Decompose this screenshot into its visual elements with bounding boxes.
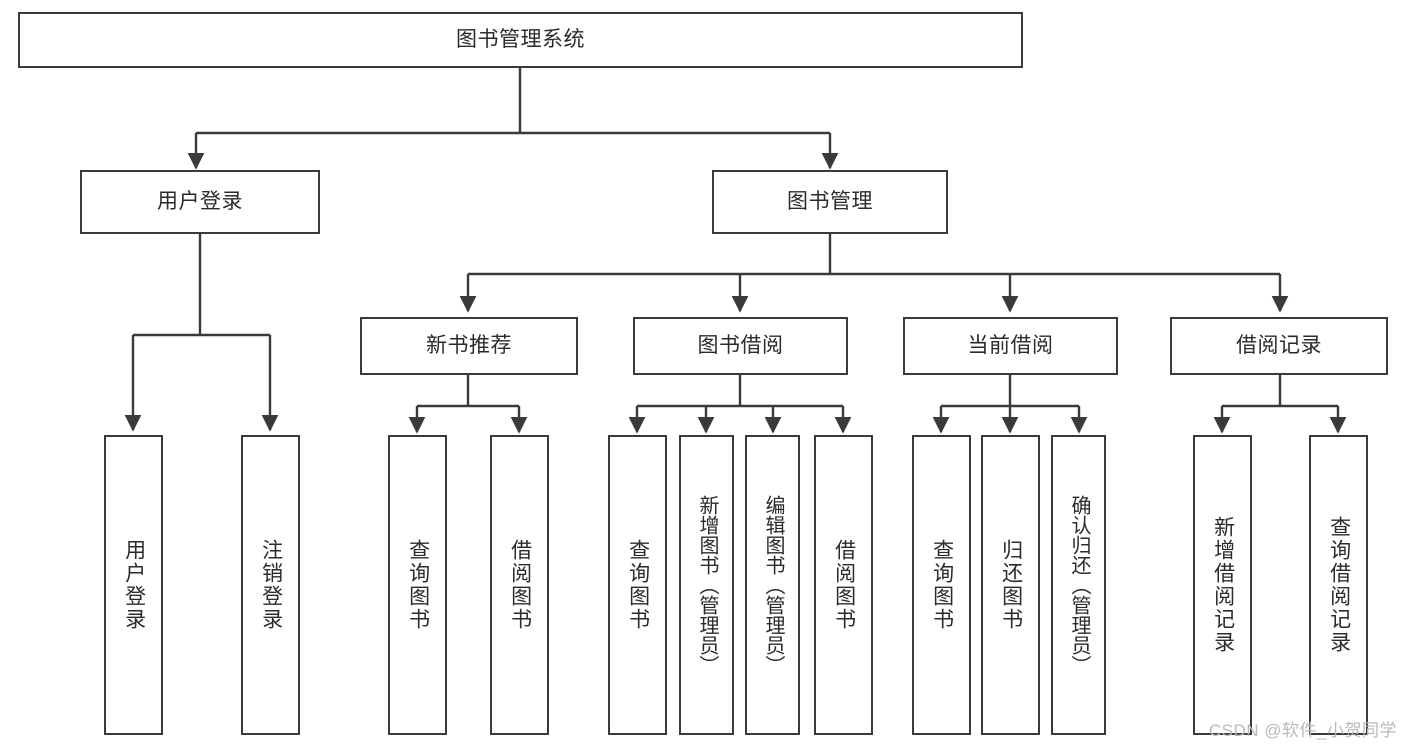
node-borrow-record[interactable]: 借阅记录 [1170, 317, 1388, 375]
csdn-watermark: CSDN @软件_小贺同学 [1208, 721, 1397, 740]
node-current-borrow[interactable]: 当前借阅 [903, 317, 1118, 375]
node-new-book-recommend[interactable]: 新书推荐 [360, 317, 578, 375]
leaf-borrow-record-add[interactable]: 新增借阅记录 [1193, 435, 1252, 735]
leaf-user-login-signin[interactable]: 用户登录 [104, 435, 163, 735]
leaf-borrow-record-query[interactable]: 查询借阅记录 [1309, 435, 1368, 735]
leaf-new-book-query[interactable]: 查询图书 [388, 435, 447, 735]
leaf-current-borrow-confirm-admin[interactable]: 确认归还（管理员） [1051, 435, 1106, 735]
leaf-book-borrow-query[interactable]: 查询图书 [608, 435, 667, 735]
leaf-current-borrow-return[interactable]: 归还图书 [981, 435, 1040, 735]
leaf-book-borrow-add-admin[interactable]: 新增图书（管理员） [679, 435, 734, 735]
leaf-new-book-borrow[interactable]: 借阅图书 [490, 435, 549, 735]
leaf-user-login-signout[interactable]: 注销登录 [241, 435, 300, 735]
leaf-book-borrow-edit-admin[interactable]: 编辑图书（管理员） [745, 435, 800, 735]
leaf-current-borrow-query[interactable]: 查询图书 [912, 435, 971, 735]
node-user-login[interactable]: 用户登录 [80, 170, 320, 234]
node-root-book-management-system[interactable]: 图书管理系统 [18, 12, 1023, 68]
leaf-book-borrow-borrow[interactable]: 借阅图书 [814, 435, 873, 735]
node-book-borrow[interactable]: 图书借阅 [633, 317, 848, 375]
node-book-management[interactable]: 图书管理 [712, 170, 948, 234]
